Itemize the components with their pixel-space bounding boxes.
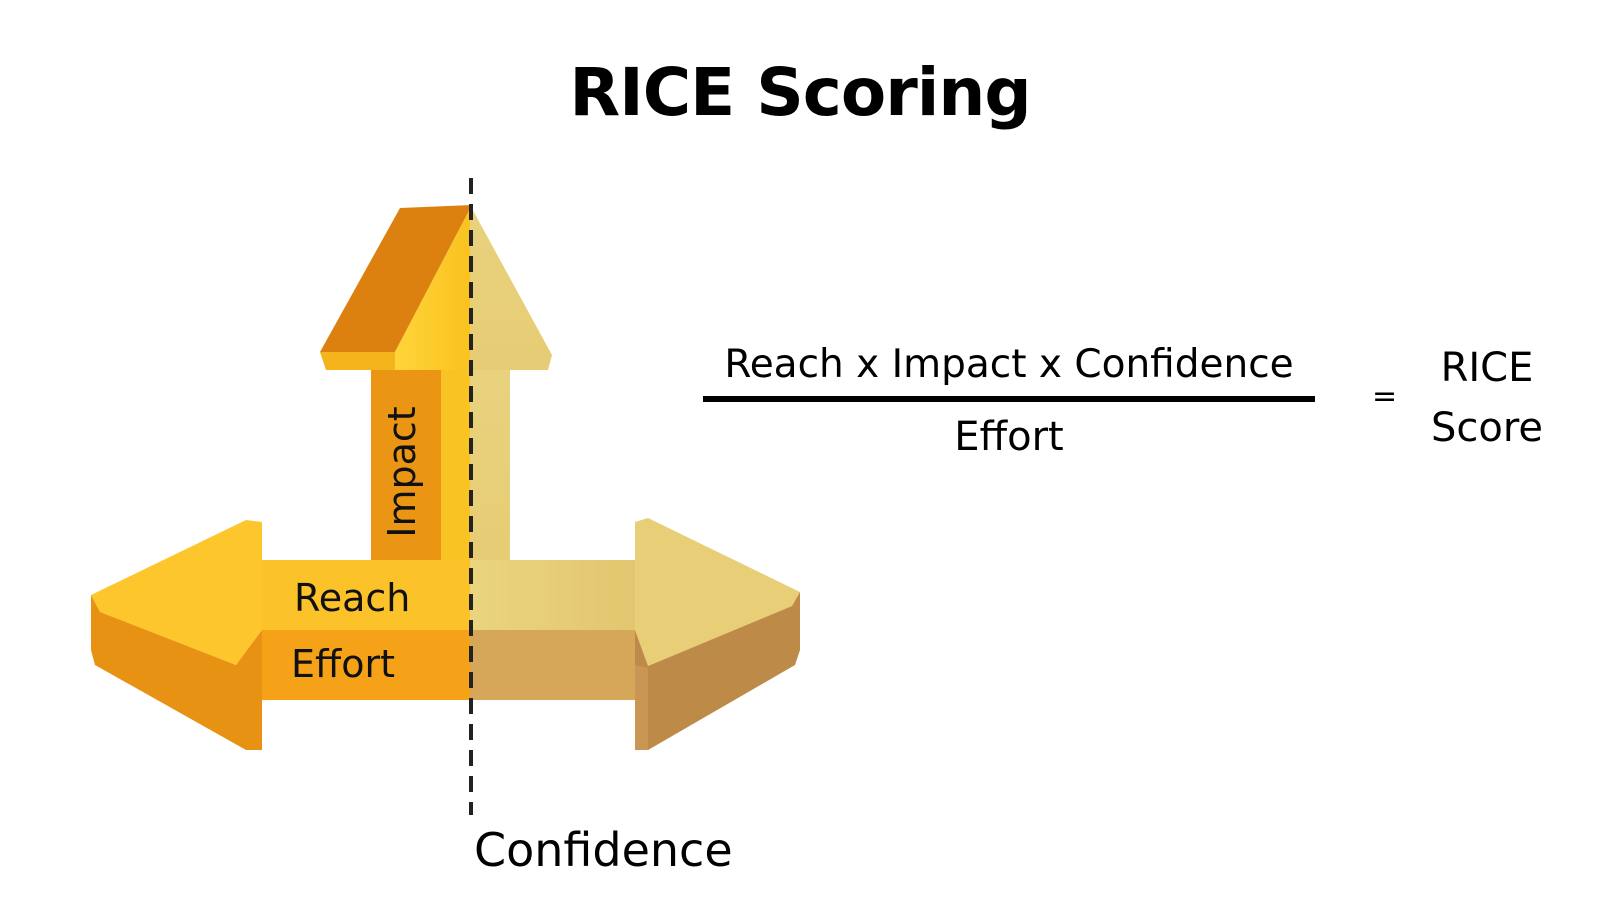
right-arrow-head-front (635, 592, 800, 750)
impact-arrow-head-shade (320, 205, 472, 365)
result-line-2: Score (1430, 405, 1544, 451)
impact-arrow-shaft-faded (470, 370, 510, 560)
effort-label: Effort (291, 642, 395, 686)
reach-effort-arrow (91, 518, 800, 750)
reach-shaft-top (262, 560, 470, 630)
rice-formula: Reach x Impact x Confidence Effort (703, 340, 1315, 464)
impact-label: Impact (380, 406, 424, 538)
reach-shaft-top-faded (470, 560, 635, 630)
result-line-1: RICE (1440, 345, 1534, 391)
formula-denominator: Effort (954, 414, 1064, 460)
left-arrow-head-top (91, 520, 262, 665)
confidence-label: Confidence (474, 823, 733, 877)
right-arrow-head-top (635, 518, 800, 666)
impact-arrow-head-face (395, 205, 472, 370)
impact-arrow (320, 205, 552, 560)
impact-arrow-head-faded (470, 205, 552, 370)
equals-sign: = (1372, 379, 1398, 414)
page-title: RICE Scoring (569, 54, 1031, 131)
fraction-bar (703, 396, 1315, 402)
right-arrow-head-front-inner (635, 665, 648, 750)
effort-shaft-front (262, 630, 470, 700)
formula-numerator: Reach x Impact x Confidence (724, 342, 1294, 387)
rice-score-result: RICE Score (1412, 338, 1562, 458)
impact-arrow-head-rim (320, 352, 395, 370)
reach-label: Reach (294, 576, 411, 620)
impact-arrow-shaft-face (441, 370, 470, 560)
impact-arrow-shaft-side (371, 370, 441, 560)
effort-shaft-front-faded (470, 630, 635, 700)
left-arrow-head-front (91, 595, 262, 750)
